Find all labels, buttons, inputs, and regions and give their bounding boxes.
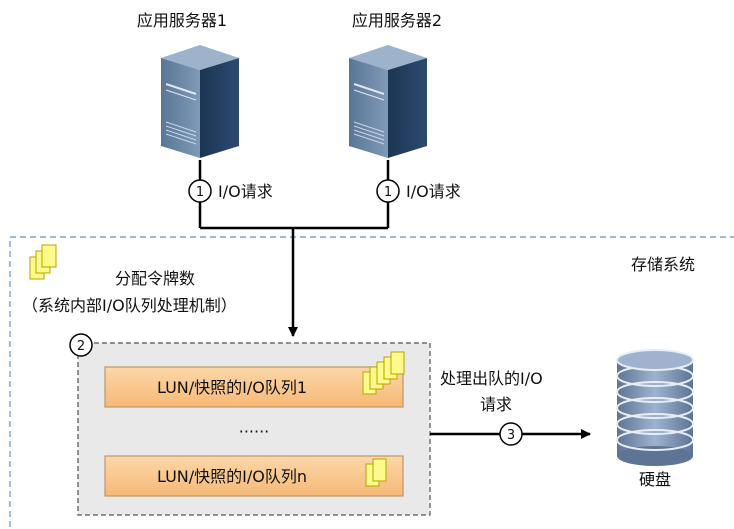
queue-1-label: LUN/快照的I/O队列1 <box>157 378 307 397</box>
disk-icon <box>616 349 694 466</box>
server-2-label: 应用服务器2 <box>352 11 442 30</box>
step-1-circle <box>188 179 212 203</box>
queue-1-box <box>104 366 404 408</box>
io-request-1-label: I/O请求 <box>218 182 273 201</box>
dequeue-label-line2: 请求 <box>480 395 512 414</box>
step-2-number: 2 <box>77 339 85 354</box>
storage-system-boundary <box>9 236 734 529</box>
server-1-icon <box>161 45 239 158</box>
queue-1-token-icon <box>362 351 405 395</box>
io-request-1: 1 I/O请求 <box>188 179 273 203</box>
queue-n: LUN/快照的I/O队列n <box>104 455 404 497</box>
step-2-circle <box>69 333 93 357</box>
queue-1: LUN/快照的I/O队列1 <box>104 351 405 408</box>
io-request-2: 1 I/O请求 <box>376 179 461 203</box>
queue-n-label: LUN/快照的I/O队列n <box>157 467 307 486</box>
storage-system-title: 存储系统 <box>631 255 695 274</box>
dequeue-label-line1: 处理出队的I/O <box>440 369 543 388</box>
step-1b-circle <box>376 179 400 203</box>
step-3-circle <box>499 422 523 446</box>
disk-label: 硬盘 <box>639 470 671 489</box>
queue-n-token-icon <box>365 458 387 487</box>
step-3-number: 3 <box>507 428 515 443</box>
server-2-icon <box>349 45 427 158</box>
queue-ellipsis: ······ <box>239 422 270 441</box>
token-description: （系统内部I/O队列处理机制） <box>22 296 237 315</box>
step-1-number: 1 <box>196 185 204 200</box>
io-request-2-label: I/O请求 <box>406 182 461 201</box>
server-2: 应用服务器2 <box>349 11 442 158</box>
token-label: 分配令牌数 <box>115 269 195 288</box>
queue-n-box <box>104 455 404 497</box>
token-stack-icon <box>29 244 57 280</box>
server-1: 应用服务器1 <box>137 11 239 158</box>
step-1b-number: 1 <box>384 185 392 200</box>
server-1-label: 应用服务器1 <box>137 11 227 30</box>
